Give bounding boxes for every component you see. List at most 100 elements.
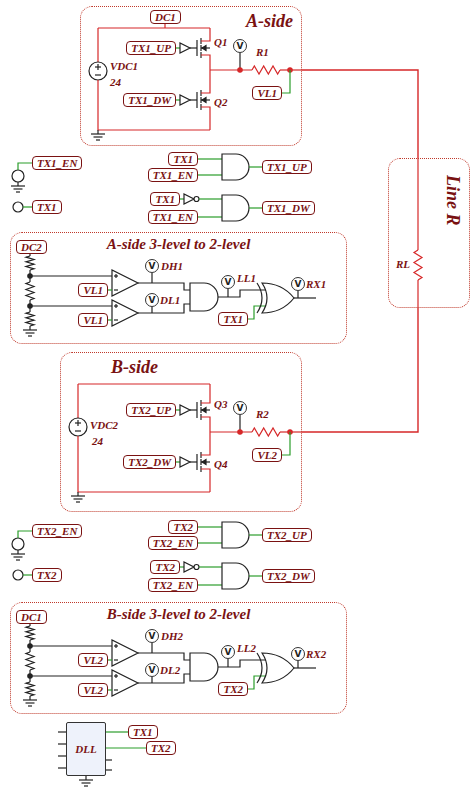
ground-symbol	[79, 779, 93, 780]
gate-wire	[190, 461, 197, 462]
xor-gate	[262, 653, 294, 683]
part-label: LL2	[237, 642, 256, 654]
probe-symbol	[13, 570, 23, 580]
comparator-wire	[30, 305, 112, 306]
group-title: B-side 3-level to 2-level	[11, 606, 346, 623]
driver-buffer	[180, 405, 190, 415]
gate-wire	[190, 47, 197, 48]
comparator-sign	[114, 319, 118, 320]
ground-symbol	[28, 335, 32, 336]
comparator-sign	[114, 689, 118, 690]
group-box: Line R	[388, 158, 470, 308]
mosfet-drain	[201, 28, 210, 41]
ground-symbol	[16, 559, 20, 560]
mosfet-drain	[201, 70, 210, 93]
part-label: RX1	[306, 278, 326, 290]
comparator-sign	[115, 644, 116, 648]
ground-symbol	[76, 501, 80, 502]
signal-wire	[198, 526, 222, 527]
signal-tag: DC1	[16, 610, 47, 624]
signal-tag: TX1	[218, 312, 248, 326]
comparator-symbol	[112, 270, 138, 296]
probe-stem	[151, 307, 152, 313]
signal-wire	[106, 747, 146, 748]
ground-symbol	[91, 133, 105, 134]
part-label: RX2	[306, 648, 326, 660]
comparator-wire	[30, 275, 112, 276]
part-label: DH1	[161, 260, 183, 272]
signal-tag: TX1_UP	[126, 41, 176, 55]
voltage-probe: V	[291, 277, 305, 291]
signal-tag: TX1_DW	[262, 201, 315, 215]
part-label: DH2	[161, 630, 183, 642]
signal-tag: VL1	[78, 283, 108, 297]
gate-wire	[190, 409, 197, 410]
signal-tag: VL1	[252, 86, 282, 100]
ground-symbol	[26, 332, 35, 333]
dc-source-symbol	[89, 62, 107, 80]
part-label: LL1	[237, 272, 256, 284]
resistor-symbol	[26, 652, 34, 670]
logic-wire	[218, 660, 266, 667]
signal-tag: TX2	[32, 568, 62, 582]
ground-symbol	[14, 188, 23, 189]
signal-wire	[198, 158, 222, 159]
group-title: Line R	[442, 175, 463, 226]
group-box: B-side	[60, 352, 302, 512]
resistor-symbol	[26, 682, 34, 696]
resistor-symbol	[26, 282, 34, 300]
power-wire	[210, 431, 252, 432]
signal-tag: VL2	[78, 653, 108, 667]
power-wire	[78, 383, 210, 384]
signal-wire	[198, 542, 222, 543]
probe-stem	[151, 643, 152, 653]
signal-tag: TX2_UP	[126, 403, 176, 417]
junction-dot	[238, 68, 242, 72]
resistor-symbol	[26, 626, 34, 640]
ground-symbol	[94, 136, 103, 137]
ground-symbol	[23, 699, 37, 700]
group-title: A-side 3-level to 2-level	[11, 236, 346, 253]
part-label: R1	[256, 46, 269, 58]
signal-tag: TX1	[32, 200, 62, 214]
signal-wire	[199, 566, 222, 567]
resistor-symbol	[26, 312, 34, 326]
resistor-symbol	[414, 250, 422, 280]
resistor-symbol	[26, 256, 34, 270]
mosfet-source	[201, 417, 210, 432]
logic-wire	[294, 297, 316, 298]
comparator-wire	[108, 289, 112, 290]
signal-tag: DC2	[16, 240, 47, 254]
signal-tag: TX1_EN	[148, 168, 198, 182]
enable-source-symbol	[12, 170, 24, 182]
part-label: 24	[110, 76, 121, 88]
logic-wire	[138, 283, 190, 290]
voltage-probe: V	[221, 645, 235, 659]
probe-stem	[151, 677, 152, 683]
ground-symbol	[26, 702, 35, 703]
comparator-sign	[114, 289, 118, 290]
probe-stem	[227, 289, 228, 297]
not-gate-bubble	[194, 565, 199, 570]
probe-stem	[151, 273, 152, 283]
signal-wire	[199, 198, 222, 199]
signal-wire	[106, 731, 128, 732]
line-wire	[417, 280, 418, 308]
mosfet-drain	[201, 384, 210, 403]
signal-tag: TX2_DW	[262, 569, 315, 583]
voltage-probe: V	[145, 663, 159, 677]
comparator-wire	[108, 659, 112, 660]
signal-wire	[18, 163, 32, 170]
signal-wire	[23, 574, 32, 575]
ground-symbol	[74, 498, 83, 499]
comparator-wire	[30, 675, 112, 676]
dc-source-symbol	[97, 64, 98, 70]
signal-tag: DC1	[150, 10, 181, 24]
driver-buffer	[180, 95, 190, 105]
dc-source-symbol	[75, 430, 81, 431]
power-wire	[78, 436, 210, 492]
not-gate	[184, 562, 194, 572]
mosfet-source	[201, 469, 210, 492]
voltage-probe: V	[145, 629, 159, 643]
comparator-sign	[115, 274, 116, 278]
